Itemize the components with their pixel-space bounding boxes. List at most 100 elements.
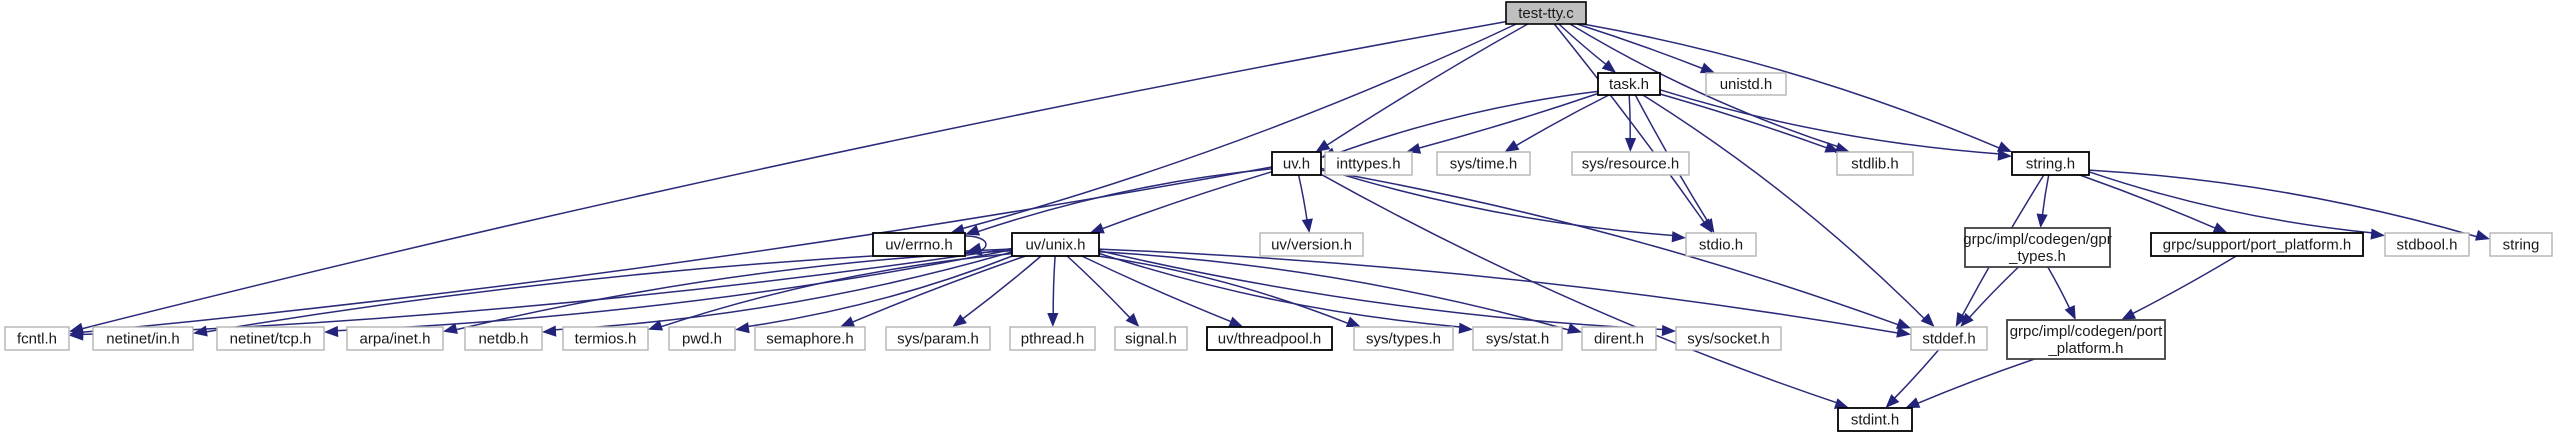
edge bbox=[193, 248, 1013, 337]
edge-line bbox=[1892, 349, 1940, 400]
edge bbox=[1098, 251, 1582, 334]
edge-arrowhead bbox=[2036, 213, 2048, 228]
edge-line bbox=[659, 252, 1013, 328]
graph-node-string[interactable]: string bbox=[2489, 232, 2553, 257]
graph-node-signal-h[interactable]: signal.h bbox=[1114, 326, 1188, 351]
node-box[interactable] bbox=[1837, 407, 1913, 432]
node-box[interactable] bbox=[216, 326, 325, 351]
node-box[interactable] bbox=[1505, 1, 1587, 25]
graph-node-sys-socket-h[interactable]: sys/socket.h bbox=[1675, 326, 1782, 351]
edge-line bbox=[1100, 170, 1273, 230]
node-box[interactable] bbox=[2384, 232, 2470, 257]
graph-node-sys-types-h[interactable]: sys/types.h bbox=[1353, 326, 1454, 351]
edge bbox=[1960, 266, 2020, 327]
graph-node-inttypes-h[interactable]: inttypes.h bbox=[1324, 151, 1413, 176]
graph-node-grpc-impl-codegen-port-platform-h[interactable]: grpc/impl/codegen/port_platform.h bbox=[2006, 319, 2166, 360]
graph-node-uv-errno-h[interactable]: uv/errno.h bbox=[872, 232, 966, 257]
graph-node-grpc-support-port-platform-h[interactable]: grpc/support/port_platform.h bbox=[2150, 232, 2364, 257]
edge-arrowhead bbox=[1920, 313, 1935, 327]
node-box[interactable] bbox=[1581, 326, 1657, 351]
edge bbox=[2047, 266, 2076, 320]
graph-node-unistd-h[interactable]: unistd.h bbox=[1705, 72, 1787, 96]
node-box[interactable] bbox=[1910, 326, 1988, 351]
graph-node-task-h[interactable]: task.h bbox=[1597, 72, 1661, 96]
graph-node-stdbool-h[interactable]: stdbool.h bbox=[2384, 232, 2470, 257]
edge-line bbox=[1553, 23, 1706, 224]
graph-node-netinet-tcp-h[interactable]: netinet/tcp.h bbox=[216, 326, 325, 351]
node-box[interactable] bbox=[464, 326, 543, 351]
graph-node-sys-param-h[interactable]: sys/param.h bbox=[885, 326, 991, 351]
edge-arrowhead bbox=[1833, 398, 1850, 409]
edge bbox=[1089, 170, 1273, 234]
node-box[interactable] bbox=[1597, 72, 1661, 96]
node-box[interactable] bbox=[885, 326, 991, 351]
graph-node-semaphore-h[interactable]: semaphore.h bbox=[754, 326, 866, 351]
node-box[interactable] bbox=[2150, 232, 2364, 257]
graph-node-uv-unix-h[interactable]: uv/unix.h bbox=[1011, 232, 1100, 257]
node-box[interactable] bbox=[1571, 151, 1690, 176]
node-box[interactable] bbox=[872, 232, 966, 257]
node-box[interactable] bbox=[1675, 326, 1782, 351]
graph-node-netdb-h[interactable]: netdb.h bbox=[464, 326, 543, 351]
node-box[interactable] bbox=[1353, 326, 1454, 351]
node-box[interactable] bbox=[754, 326, 866, 351]
edge-arrowhead bbox=[542, 325, 557, 337]
graph-node-termios-h[interactable]: termios.h bbox=[562, 326, 649, 351]
graph-node-uv-threadpool-h[interactable]: uv/threadpool.h bbox=[1206, 326, 1333, 351]
node-box[interactable] bbox=[562, 326, 649, 351]
graph-node-grpc-impl-codegen-gpr-types-h[interactable]: grpc/impl/codegen/gpr_types.h bbox=[1963, 227, 2112, 268]
edge-arrowhead bbox=[952, 314, 967, 327]
node-box[interactable] bbox=[2006, 319, 2166, 360]
edge-line bbox=[1098, 248, 1900, 335]
node-box[interactable] bbox=[1009, 326, 1096, 351]
graph-node-stddef-h[interactable]: stddef.h bbox=[1910, 326, 1988, 351]
node-box[interactable] bbox=[1011, 232, 1100, 257]
graph-node-sys-resource-h[interactable]: sys/resource.h bbox=[1571, 151, 1690, 176]
node-box[interactable] bbox=[4, 326, 70, 351]
node-box[interactable] bbox=[1705, 72, 1787, 96]
edge bbox=[1659, 89, 2012, 161]
graph-node-sys-time-h[interactable]: sys/time.h bbox=[1436, 151, 1531, 176]
node-box[interactable] bbox=[668, 326, 736, 351]
graph-node-sys-stat-h[interactable]: sys/stat.h bbox=[1472, 326, 1563, 351]
edge bbox=[1066, 255, 1140, 327]
node-box[interactable] bbox=[92, 326, 194, 351]
node-box[interactable] bbox=[2489, 232, 2553, 257]
edge-line bbox=[2079, 174, 2217, 230]
graph-node-stdlib-h[interactable]: stdlib.h bbox=[1836, 151, 1914, 176]
graph-node-pwd-h[interactable]: pwd.h bbox=[668, 326, 736, 351]
graph-node-dirent-h[interactable]: dirent.h bbox=[1581, 326, 1657, 351]
edge bbox=[735, 255, 1013, 334]
graph-node-pthread-h[interactable]: pthread.h bbox=[1009, 326, 1096, 351]
edge-line bbox=[1659, 93, 1829, 150]
graph-node-stdio-h[interactable]: stdio.h bbox=[1685, 232, 1757, 257]
edge-line bbox=[2047, 266, 2071, 310]
node-box[interactable] bbox=[1324, 151, 1413, 176]
node-box[interactable] bbox=[1114, 326, 1188, 351]
edge-arrowhead bbox=[1699, 62, 1716, 74]
graph-node-test-tty-c[interactable]: test-tty.c bbox=[1505, 1, 1587, 25]
edge-line bbox=[1066, 255, 1132, 320]
node-box[interactable] bbox=[1836, 151, 1914, 176]
node-box[interactable] bbox=[2011, 151, 2090, 176]
edge-arrowhead bbox=[324, 325, 339, 338]
graph-node-stdint-h[interactable]: stdint.h bbox=[1837, 407, 1913, 432]
graph-node-string-h[interactable]: string.h bbox=[2011, 151, 2090, 176]
graph-node-arpa-inet-h[interactable]: arpa/inet.h bbox=[346, 326, 444, 351]
edge-line bbox=[1097, 255, 1350, 325]
node-box[interactable] bbox=[346, 326, 444, 351]
graph-node-uv-version-h[interactable]: uv/version.h bbox=[1259, 232, 1364, 257]
node-box[interactable] bbox=[1685, 232, 1757, 257]
node-box[interactable] bbox=[1206, 326, 1333, 351]
node-box[interactable] bbox=[1271, 151, 1322, 176]
node-box[interactable] bbox=[1964, 227, 2111, 268]
graph-node-uv-h[interactable]: uv.h bbox=[1271, 151, 1322, 176]
graph-node-netinet-in-h[interactable]: netinet/in.h bbox=[92, 326, 194, 351]
graph-node-fcntl-h[interactable]: fcntl.h bbox=[4, 326, 70, 351]
node-box[interactable] bbox=[1259, 232, 1364, 257]
node-box[interactable] bbox=[1472, 326, 1563, 351]
edge-arrowhead bbox=[965, 224, 981, 236]
edge bbox=[1320, 169, 1911, 329]
node-box[interactable] bbox=[1436, 151, 1531, 176]
edge-line bbox=[1916, 358, 2035, 405]
